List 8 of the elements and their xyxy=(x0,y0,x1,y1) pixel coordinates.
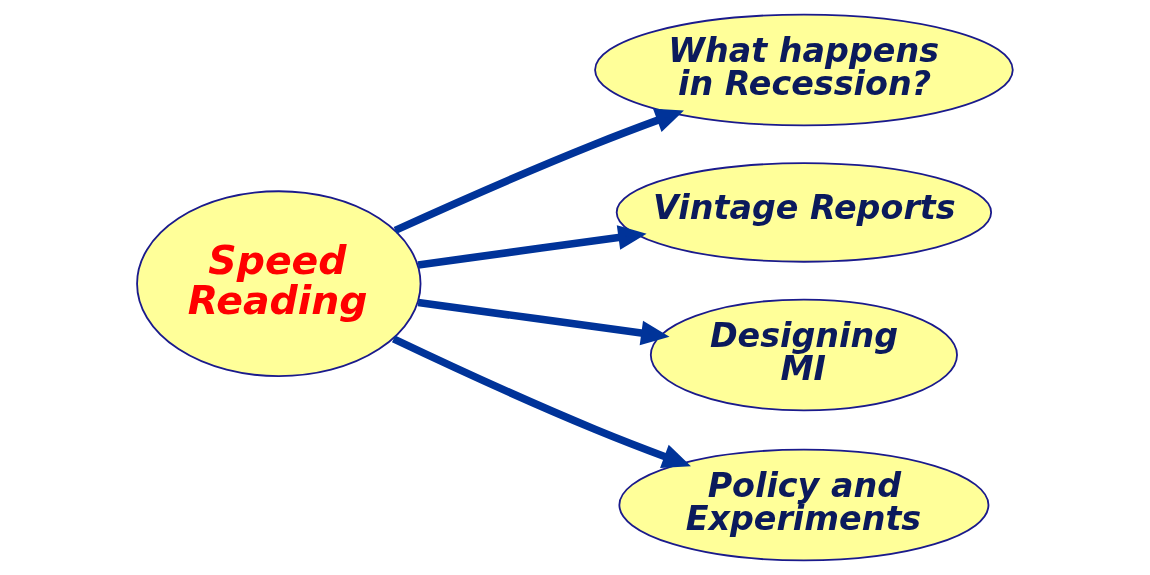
node-ellipse: Policy and Experiments xyxy=(618,448,990,562)
arrow xyxy=(393,108,684,234)
node-ellipse: Designing MI xyxy=(649,298,958,412)
node-ellipse: What happens in Recession? xyxy=(594,13,1014,127)
arrow xyxy=(417,298,670,346)
node-ellipse: Speed Reading xyxy=(136,190,422,378)
arrow xyxy=(392,335,691,469)
arrow xyxy=(417,225,647,269)
